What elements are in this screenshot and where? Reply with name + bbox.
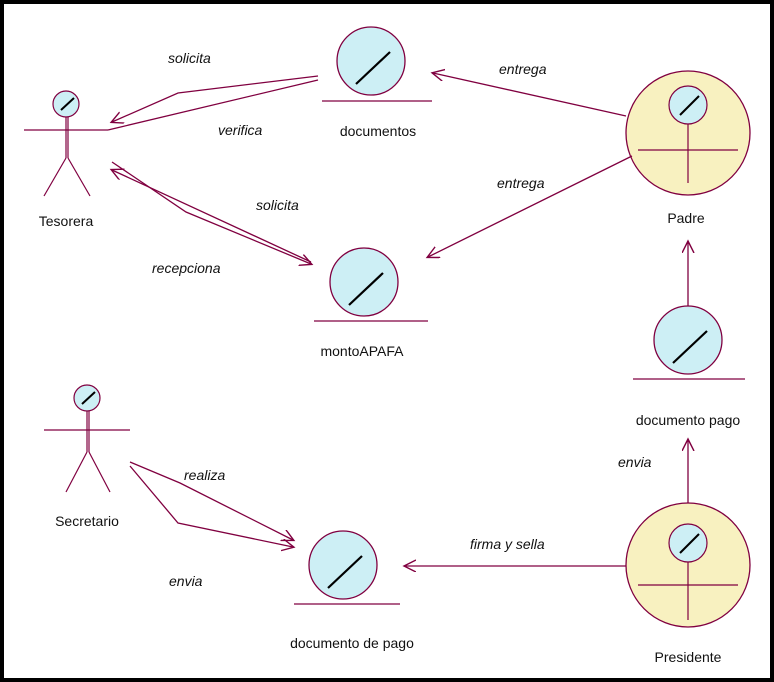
worker-presidente[interactable]: Presidente	[625, 502, 751, 665]
link-tesorera-documentos-verifica[interactable]	[107, 79, 319, 131]
entity-documento-pago[interactable]: documento pago	[633, 305, 745, 428]
link-secretario-documento-envia[interactable]	[129, 465, 293, 547]
entity-icon	[294, 530, 400, 605]
actor-label: Secretario	[55, 513, 119, 529]
message-label-solicita: solicita	[168, 50, 211, 66]
link-padre-monto[interactable]	[428, 155, 633, 257]
stick-figure-icon	[24, 90, 108, 197]
entity-label: montoAPAFA	[320, 343, 404, 359]
link-tesorera-monto-recepciona[interactable]	[111, 161, 311, 264]
actor-tesorera[interactable]: Tesorera	[24, 90, 108, 229]
link-tesorera-documentos-solicita[interactable]	[112, 75, 319, 122]
link-padre-documentos[interactable]	[433, 73, 627, 117]
entity-icon	[322, 26, 432, 102]
message-label-envia: envia	[169, 573, 203, 589]
links	[107, 73, 688, 566]
worker-label: Presidente	[655, 649, 722, 665]
message-label-envia: envia	[618, 454, 652, 470]
entity-label: documentos	[340, 123, 416, 139]
message-label-firma-y-sella: firma y sella	[470, 536, 545, 552]
actor-label: Tesorera	[39, 213, 94, 229]
entity-documentos[interactable]: documentos	[322, 26, 432, 139]
worker-label: Padre	[667, 210, 705, 226]
message-label-recepciona: recepciona	[152, 260, 221, 276]
stick-figure-icon	[44, 384, 130, 493]
business-worker-icon	[625, 502, 751, 628]
message-label-realiza: realiza	[184, 467, 225, 483]
entity-documento-de-pago[interactable]: documento de pago	[290, 530, 414, 651]
message-label-solicita: solicita	[256, 197, 299, 213]
entity-label: documento pago	[636, 412, 741, 428]
message-label-entrega: entrega	[497, 175, 545, 191]
link-secretario-documento-realiza[interactable]	[129, 461, 293, 540]
entity-icon	[633, 305, 745, 380]
message-label-entrega: entrega	[499, 61, 547, 77]
entity-icon	[314, 247, 428, 322]
entity-label: documento de pago	[290, 635, 414, 651]
entity-monto-apafa[interactable]: montoAPAFA	[314, 247, 428, 359]
worker-padre[interactable]: Padre	[625, 70, 751, 226]
message-label-verifica: verifica	[218, 122, 263, 138]
business-worker-icon	[625, 70, 751, 196]
actor-secretario[interactable]: Secretario	[44, 384, 130, 529]
link-tesorera-monto-solicita[interactable]	[112, 170, 312, 263]
